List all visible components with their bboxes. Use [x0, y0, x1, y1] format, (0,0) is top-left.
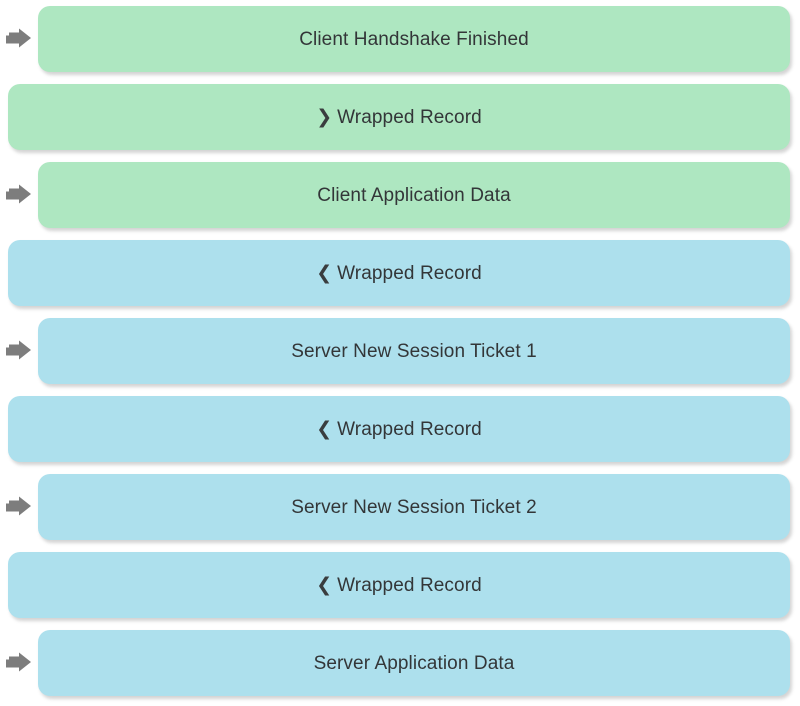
flow-row[interactable]: Client Application Data — [0, 159, 800, 231]
arrow-right-icon — [5, 27, 33, 51]
flow-bar-green[interactable]: Client Handshake Finished — [38, 6, 790, 72]
flow-bar-green[interactable]: ❯Wrapped Record — [8, 84, 790, 150]
flow-bar-label: Wrapped Record — [337, 262, 482, 284]
arrow-right-icon — [5, 495, 33, 519]
arrow-slot — [0, 393, 8, 465]
bar-label-wrap: Client Application Data — [317, 186, 510, 205]
flow-row[interactable]: ❯Wrapped Record — [0, 81, 800, 153]
arrow-slot — [0, 3, 38, 75]
chevron-left-icon: ❮ — [316, 262, 333, 284]
flow-row[interactable]: Server New Session Ticket 1 — [0, 315, 800, 387]
flow-bar-label: Wrapped Record — [337, 106, 482, 128]
flow-row[interactable]: ❮Wrapped Record — [0, 237, 800, 309]
flow-row[interactable]: Client Handshake Finished — [0, 3, 800, 75]
bar-label-wrap: ❮Wrapped Record — [316, 420, 482, 439]
flow-bar-blue[interactable]: ❮Wrapped Record — [8, 552, 790, 618]
bar-label-wrap: Server New Session Ticket 2 — [291, 498, 537, 517]
flow-bar-label: Wrapped Record — [337, 574, 482, 596]
flow-bar-green[interactable]: Client Application Data — [38, 162, 790, 228]
arrow-right-icon — [5, 339, 33, 363]
bar-label-wrap: Server Application Data — [314, 654, 515, 673]
bar-label-wrap: ❮Wrapped Record — [316, 264, 482, 283]
bar-label-wrap: ❮Wrapped Record — [316, 576, 482, 595]
arrow-slot — [0, 237, 8, 309]
flow-bar-blue[interactable]: Server New Session Ticket 1 — [38, 318, 790, 384]
flow-bar-label: Server New Session Ticket 2 — [291, 496, 537, 518]
arrow-slot — [0, 471, 38, 543]
flow-bar-label: Client Application Data — [317, 184, 511, 206]
flow-row[interactable]: ❮Wrapped Record — [0, 549, 800, 621]
chevron-left-icon: ❮ — [316, 418, 333, 440]
chevron-right-icon: ❯ — [316, 106, 333, 128]
bar-label-wrap: ❯Wrapped Record — [316, 108, 482, 127]
arrow-slot — [0, 81, 8, 153]
flow-bar-label: Server New Session Ticket 1 — [291, 340, 537, 362]
arrow-slot — [0, 159, 38, 231]
arrow-slot — [0, 627, 38, 699]
arrow-slot — [0, 315, 38, 387]
arrow-slot — [0, 549, 8, 621]
flow-bar-label: Wrapped Record — [337, 418, 482, 440]
flow-bar-blue[interactable]: Server Application Data — [38, 630, 790, 696]
chevron-left-icon: ❮ — [316, 574, 333, 596]
flow-bar-blue[interactable]: ❮Wrapped Record — [8, 396, 790, 462]
flow-bar-blue[interactable]: Server New Session Ticket 2 — [38, 474, 790, 540]
flow-row[interactable]: Server Application Data — [0, 627, 800, 699]
arrow-right-icon — [5, 651, 33, 675]
arrow-right-icon — [5, 183, 33, 207]
flow-row[interactable]: ❮Wrapped Record — [0, 393, 800, 465]
flow-bar-label: Server Application Data — [313, 652, 515, 674]
flow-bar-label: Client Handshake Finished — [299, 28, 529, 50]
bar-label-wrap: Client Handshake Finished — [299, 30, 529, 49]
bar-label-wrap: Server New Session Ticket 1 — [291, 342, 537, 361]
flow-bar-blue[interactable]: ❮Wrapped Record — [8, 240, 790, 306]
flow-row[interactable]: Server New Session Ticket 2 — [0, 471, 800, 543]
